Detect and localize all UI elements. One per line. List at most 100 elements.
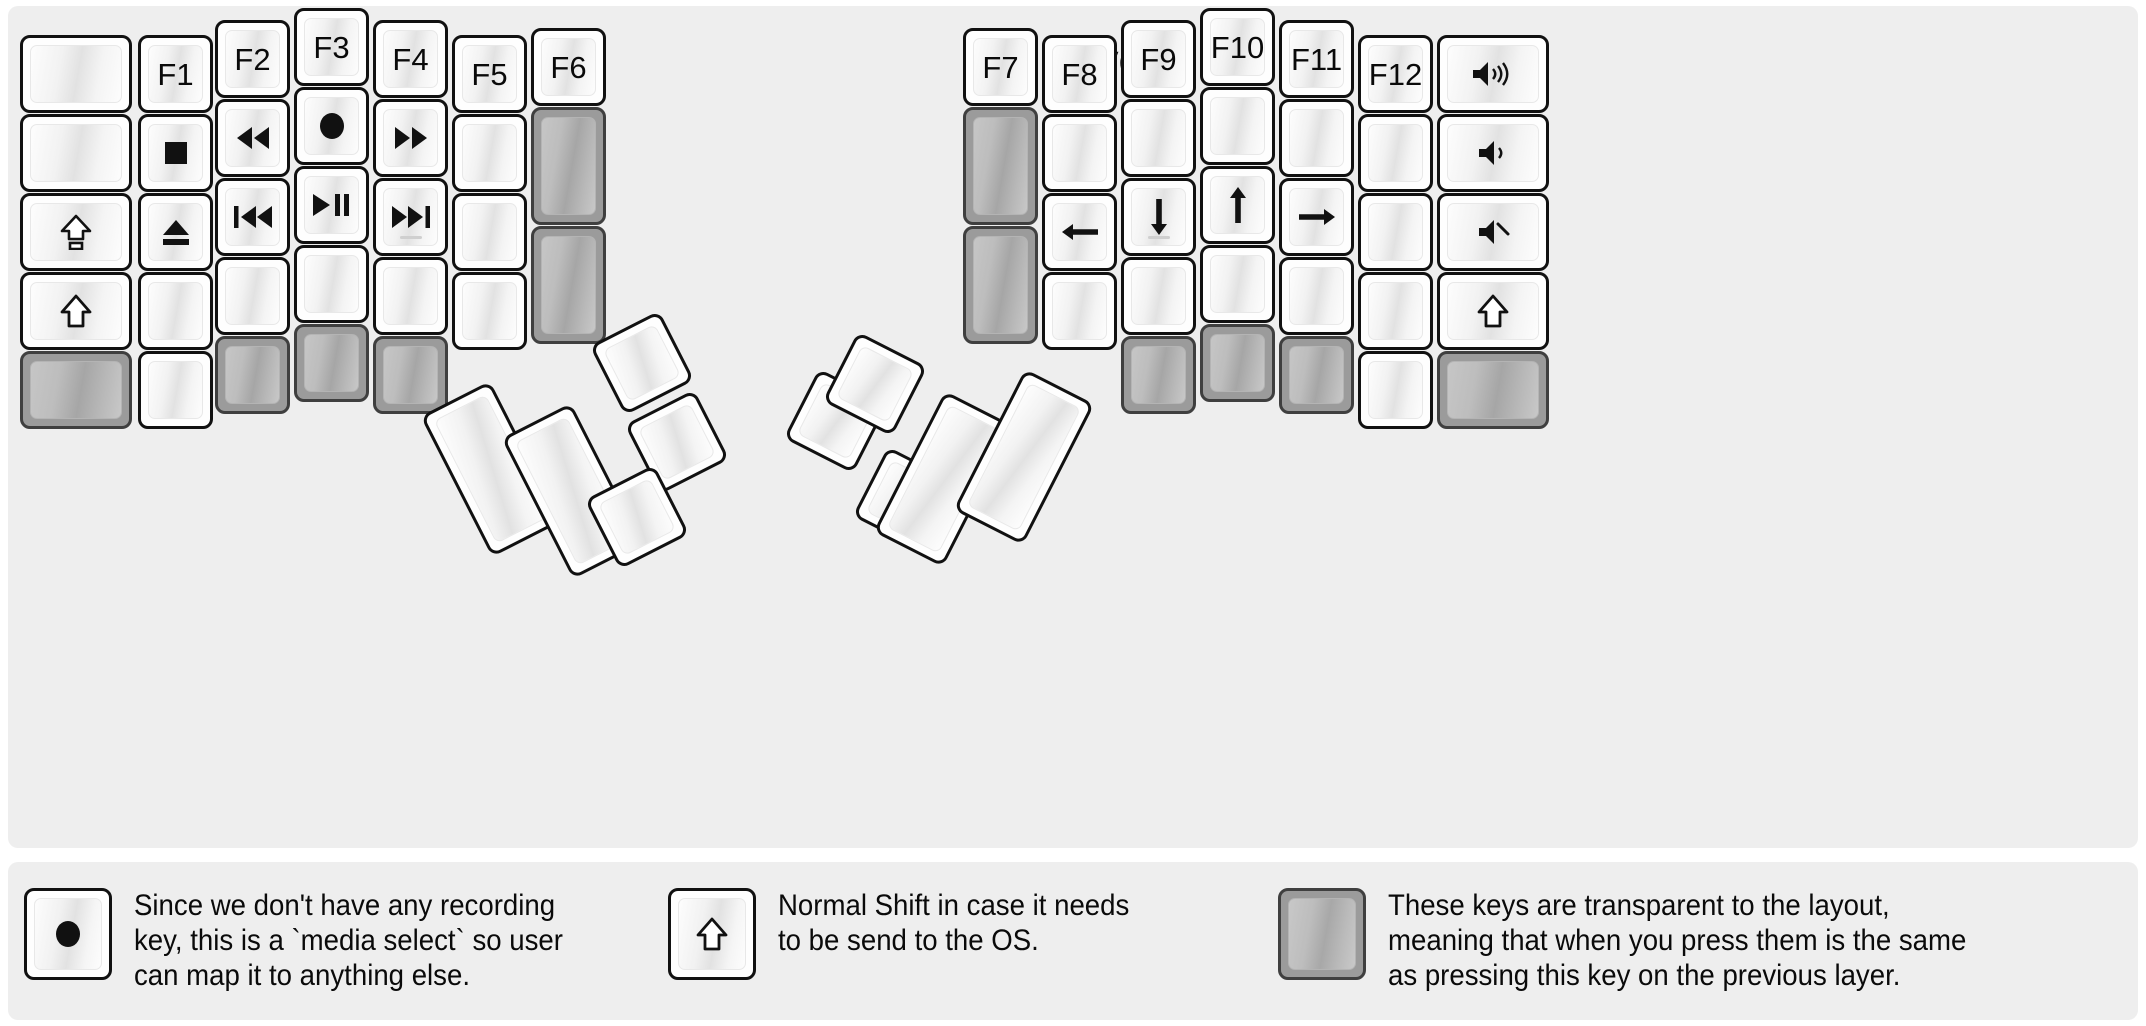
key-right-ring-0[interactable]: F11: [1279, 20, 1354, 98]
legend-keycap-1: [668, 888, 756, 980]
key-left-index-inner-2[interactable]: [452, 193, 527, 271]
key-left-pinky-3[interactable]: [138, 272, 213, 350]
homing-bar: [399, 236, 422, 239]
keycap-face: F7: [973, 38, 1028, 96]
key-right-middle-1[interactable]: [1200, 87, 1275, 165]
key-right-index-extra-1[interactable]: [963, 107, 1038, 225]
key-left-index-extra-1[interactable]: [531, 107, 606, 225]
key-right-pinky-3[interactable]: [1358, 272, 1433, 350]
key-right-ring-3[interactable]: [1279, 257, 1354, 335]
key-right-index-extra-0[interactable]: F7: [963, 28, 1038, 106]
key-left-index-inner-0[interactable]: F5: [452, 35, 527, 113]
key-left-index-2[interactable]: [373, 178, 448, 256]
key-left-index-extra-0[interactable]: F6: [531, 28, 606, 106]
key-left-index-4[interactable]: [373, 336, 448, 414]
keycap-face: F1: [148, 45, 203, 103]
key-right-pinky-outer-1[interactable]: [1437, 114, 1549, 192]
key-left-index-extra-2[interactable]: [531, 226, 606, 344]
key-right-index-extra-2[interactable]: [963, 226, 1038, 344]
keycap-face: [304, 97, 359, 155]
volume-down-icon: [1476, 138, 1510, 168]
key-right-index-inner-3[interactable]: [1042, 272, 1117, 350]
key-left-pinky-outer-3[interactable]: [20, 272, 132, 350]
keycap-face: [835, 344, 915, 424]
key-right-index-inner-1[interactable]: [1042, 114, 1117, 192]
previous-track-icon: [232, 204, 274, 230]
key-right-middle-4[interactable]: [1200, 324, 1275, 402]
key-left-ring-4[interactable]: [215, 336, 290, 414]
key-right-ring-1[interactable]: [1279, 99, 1354, 177]
key-right-middle-3[interactable]: [1200, 245, 1275, 323]
key-right-pinky-outer-0[interactable]: [1437, 35, 1549, 113]
key-left-pinky-4[interactable]: [138, 351, 213, 429]
key-right-middle-2[interactable]: [1200, 166, 1275, 244]
keycap-face: [383, 109, 438, 167]
legend-item-1: Normal Shift in case it needs to be send…: [668, 888, 1160, 980]
key-right-pinky-4[interactable]: [1358, 351, 1433, 429]
keycap-face: [541, 236, 596, 334]
key-right-index-inner-0[interactable]: F8: [1042, 35, 1117, 113]
key-right-index-3[interactable]: [1121, 257, 1196, 335]
key-right-pinky-outer-4[interactable]: [1437, 351, 1549, 429]
key-left-pinky-0[interactable]: F1: [138, 35, 213, 113]
key-left-index-0[interactable]: F4: [373, 20, 448, 98]
key-left-index-3[interactable]: [373, 257, 448, 335]
keycap-face: F10: [1210, 18, 1265, 76]
key-right-ring-2[interactable]: [1279, 178, 1354, 256]
key-left-index-inner-3[interactable]: [452, 272, 527, 350]
key-left-pinky-outer-1[interactable]: [20, 114, 132, 192]
keycap-face: [30, 124, 122, 182]
key-right-pinky-2[interactable]: [1358, 193, 1433, 271]
keycap-face: [1131, 109, 1186, 167]
key-left-pinky-outer-4[interactable]: [20, 351, 132, 429]
key-left-pinky-2[interactable]: [138, 193, 213, 271]
keycap-face: F8: [1052, 45, 1107, 103]
key-right-ring-4[interactable]: [1279, 336, 1354, 414]
key-right-index-2[interactable]: [1121, 178, 1196, 256]
key-right-pinky-0[interactable]: F12: [1358, 35, 1433, 113]
key-left-index-inner-1[interactable]: [452, 114, 527, 192]
keycap-face: [602, 323, 682, 403]
keycap-face: F5: [462, 45, 517, 103]
key-right-pinky-outer-3[interactable]: [1437, 272, 1549, 350]
key-left-ring-3[interactable]: [215, 257, 290, 335]
key-right-index-1[interactable]: [1121, 99, 1196, 177]
key-left-pinky-outer-0[interactable]: [20, 35, 132, 113]
key-left-ring-0[interactable]: F2: [215, 20, 290, 98]
key-left-pinky-outer-2[interactable]: [20, 193, 132, 271]
key-left-index-1[interactable]: [373, 99, 448, 177]
keycap-face: F4: [383, 30, 438, 88]
shift-icon: [1476, 293, 1510, 329]
keycap-face: [1447, 124, 1539, 182]
rewind-icon: [234, 125, 272, 151]
key-right-pinky-1[interactable]: [1358, 114, 1433, 192]
key-left-ring-1[interactable]: [215, 99, 290, 177]
key-left-middle-4[interactable]: [294, 324, 369, 402]
key-right-pinky-outer-2[interactable]: [1437, 193, 1549, 271]
key-right-index-0[interactable]: F9: [1121, 20, 1196, 98]
keycap-face: [973, 236, 1028, 334]
keycap-face: [1210, 334, 1265, 392]
keycap-face: [1289, 346, 1344, 404]
keycap-face: [30, 45, 122, 103]
key-right-index-inner-2[interactable]: [1042, 193, 1117, 271]
key-left-middle-1[interactable]: [294, 87, 369, 165]
key-left-middle-0[interactable]: F3: [294, 8, 369, 86]
keycap-label: F7: [982, 49, 1019, 85]
key-left-middle-3[interactable]: [294, 245, 369, 323]
keycap-face: [1210, 255, 1265, 313]
keycap-face: [1447, 361, 1539, 419]
shift-icon: [59, 293, 93, 329]
keycap-face: [1210, 176, 1265, 234]
keycap-face: [1447, 45, 1539, 103]
key-right-index-4[interactable]: [1121, 336, 1196, 414]
key-left-ring-2[interactable]: [215, 178, 290, 256]
key-left-pinky-1[interactable]: [138, 114, 213, 192]
key-right-middle-0[interactable]: F10: [1200, 8, 1275, 86]
fast-forward-icon: [392, 125, 430, 151]
keycap-face: [225, 109, 280, 167]
key-left-middle-2[interactable]: [294, 166, 369, 244]
keycap-label: F10: [1210, 29, 1265, 65]
legend-panel: [8, 862, 2138, 1020]
